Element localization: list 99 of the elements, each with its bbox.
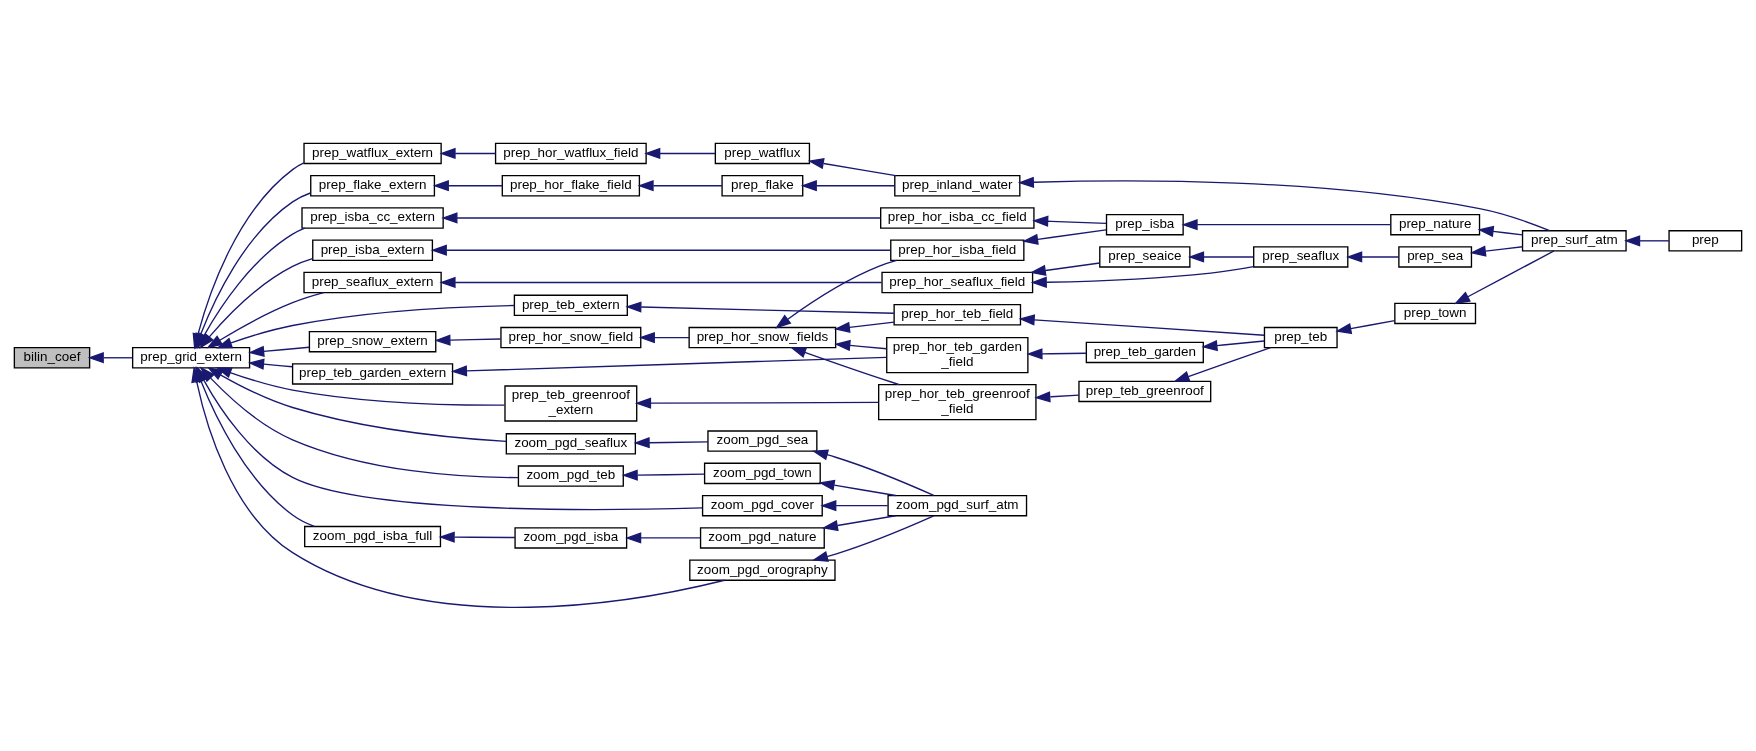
arrow (248, 345, 310, 357)
arrow (439, 147, 497, 160)
arrow (438, 531, 516, 543)
node-box: prep_town (1394, 302, 1477, 325)
node-box: prep_hor_teb_greenroof _field (878, 384, 1037, 421)
arrow (834, 339, 888, 352)
arrow (199, 257, 314, 349)
node-box: prep_sea (1398, 246, 1473, 268)
node-box: prep_hor_teb_field (893, 304, 1022, 326)
node-box: prep_snow_extern (308, 330, 437, 353)
arrow (638, 331, 690, 344)
arrow (216, 304, 515, 349)
node-box: prep_surf_atm (1521, 230, 1627, 252)
arrow (1017, 176, 1551, 232)
arrow (637, 180, 723, 192)
node-box: prep_flake_extern (310, 174, 436, 197)
node-box: prep_inland_water (894, 174, 1021, 197)
arrow (1453, 250, 1555, 305)
arrow (1022, 229, 1107, 245)
arrow (1477, 225, 1524, 238)
arrow (634, 397, 879, 409)
arrow (1346, 251, 1400, 263)
node-box: prep_nature (1390, 213, 1481, 236)
arrow (207, 366, 507, 443)
arrow (1032, 215, 1107, 227)
arrow (1624, 235, 1670, 247)
arrow (1029, 262, 1101, 277)
arrow (1335, 319, 1396, 335)
node-box: prep_watflux_extern (303, 142, 442, 165)
arrow (800, 180, 896, 192)
arrow (1026, 348, 1087, 360)
node-box: prep_hor_teb_garden _field (886, 336, 1029, 374)
arrow (1018, 314, 1265, 336)
arrow (1201, 339, 1265, 352)
arrow (1030, 265, 1255, 288)
node-box: prep_flake (721, 174, 804, 197)
node-box: prep_teb_extern (513, 294, 628, 317)
node-box: prep_hor_isba_cc_field (880, 207, 1035, 229)
node-box: zoom_pgd_isba_full (304, 525, 442, 548)
arrow (821, 515, 897, 532)
arrow (439, 276, 883, 289)
arrow (790, 347, 900, 386)
arrow (1469, 245, 1524, 257)
arrow (206, 291, 325, 349)
node-box: prep_teb_garden_extern (291, 363, 454, 385)
arrow (811, 515, 935, 562)
arrow (432, 180, 503, 192)
arrow (434, 334, 502, 346)
node-box: zoom_pgd_teb (517, 465, 624, 487)
node-box: prep_teb_garden (1085, 341, 1204, 364)
arrow (441, 212, 882, 224)
arrow (215, 367, 506, 406)
arrow (1173, 347, 1272, 382)
node-box: zoom_pgd_orography (689, 559, 836, 581)
node-box: prep_hor_seaflux_field (881, 271, 1034, 294)
arrow (87, 352, 133, 364)
arrow (1188, 251, 1255, 263)
arrow (811, 449, 935, 497)
node-box: prep_isba_extern (312, 239, 434, 261)
node-box: prep_hor_isba_field (890, 239, 1025, 261)
node-box: zoom_pgd_seaflux (505, 433, 637, 455)
arrow (1034, 391, 1080, 403)
arrow (450, 356, 887, 377)
node-box: prep_hor_watflux_field (494, 142, 647, 165)
node-box: prep_isba_cc_extern (301, 207, 444, 229)
arrow (644, 147, 716, 160)
node-box: zoom_pgd_cover (701, 494, 823, 517)
arrow (818, 479, 897, 497)
node-box: prep_teb_greenroof (1078, 380, 1212, 403)
node-box: zoom_pgd_nature (699, 527, 825, 549)
node-box: prep_seaflux (1253, 246, 1349, 268)
arrow (248, 358, 293, 370)
node-box: zoom_pgd_surf_atm (887, 494, 1028, 517)
arrow (621, 469, 706, 481)
node-box: zoom_pgd_sea (707, 430, 818, 452)
node-box: prep_seaice (1099, 246, 1191, 268)
arrow (820, 500, 889, 512)
arrow (1181, 219, 1392, 231)
arrow (833, 321, 895, 333)
arrow (625, 301, 895, 314)
node-box: prep (1668, 230, 1743, 252)
node-box: prep_isba (1105, 213, 1184, 236)
node-box: prep_teb (1263, 326, 1338, 349)
node-box: zoom_pgd_isba (514, 527, 628, 549)
node-box: prep_grid_extern (131, 347, 251, 369)
arrow (807, 157, 897, 177)
node-box: prep_teb_greenroof _extern (504, 385, 638, 422)
arrow (633, 437, 709, 449)
node-box: prep_seaflux_extern (303, 271, 442, 294)
node-box: bilin_coef (13, 347, 91, 369)
arrow (775, 259, 898, 329)
node-box: prep_hor_snow_field (500, 326, 642, 349)
arrow (199, 366, 519, 479)
node-box: zoom_pgd_town (703, 462, 821, 485)
node-box: prep_watflux (714, 142, 811, 165)
arrow (430, 244, 891, 256)
node-box: prep_hor_flake_field (501, 174, 641, 197)
arrow (625, 532, 701, 544)
node-box: prep_hor_snow_fields (688, 326, 837, 349)
